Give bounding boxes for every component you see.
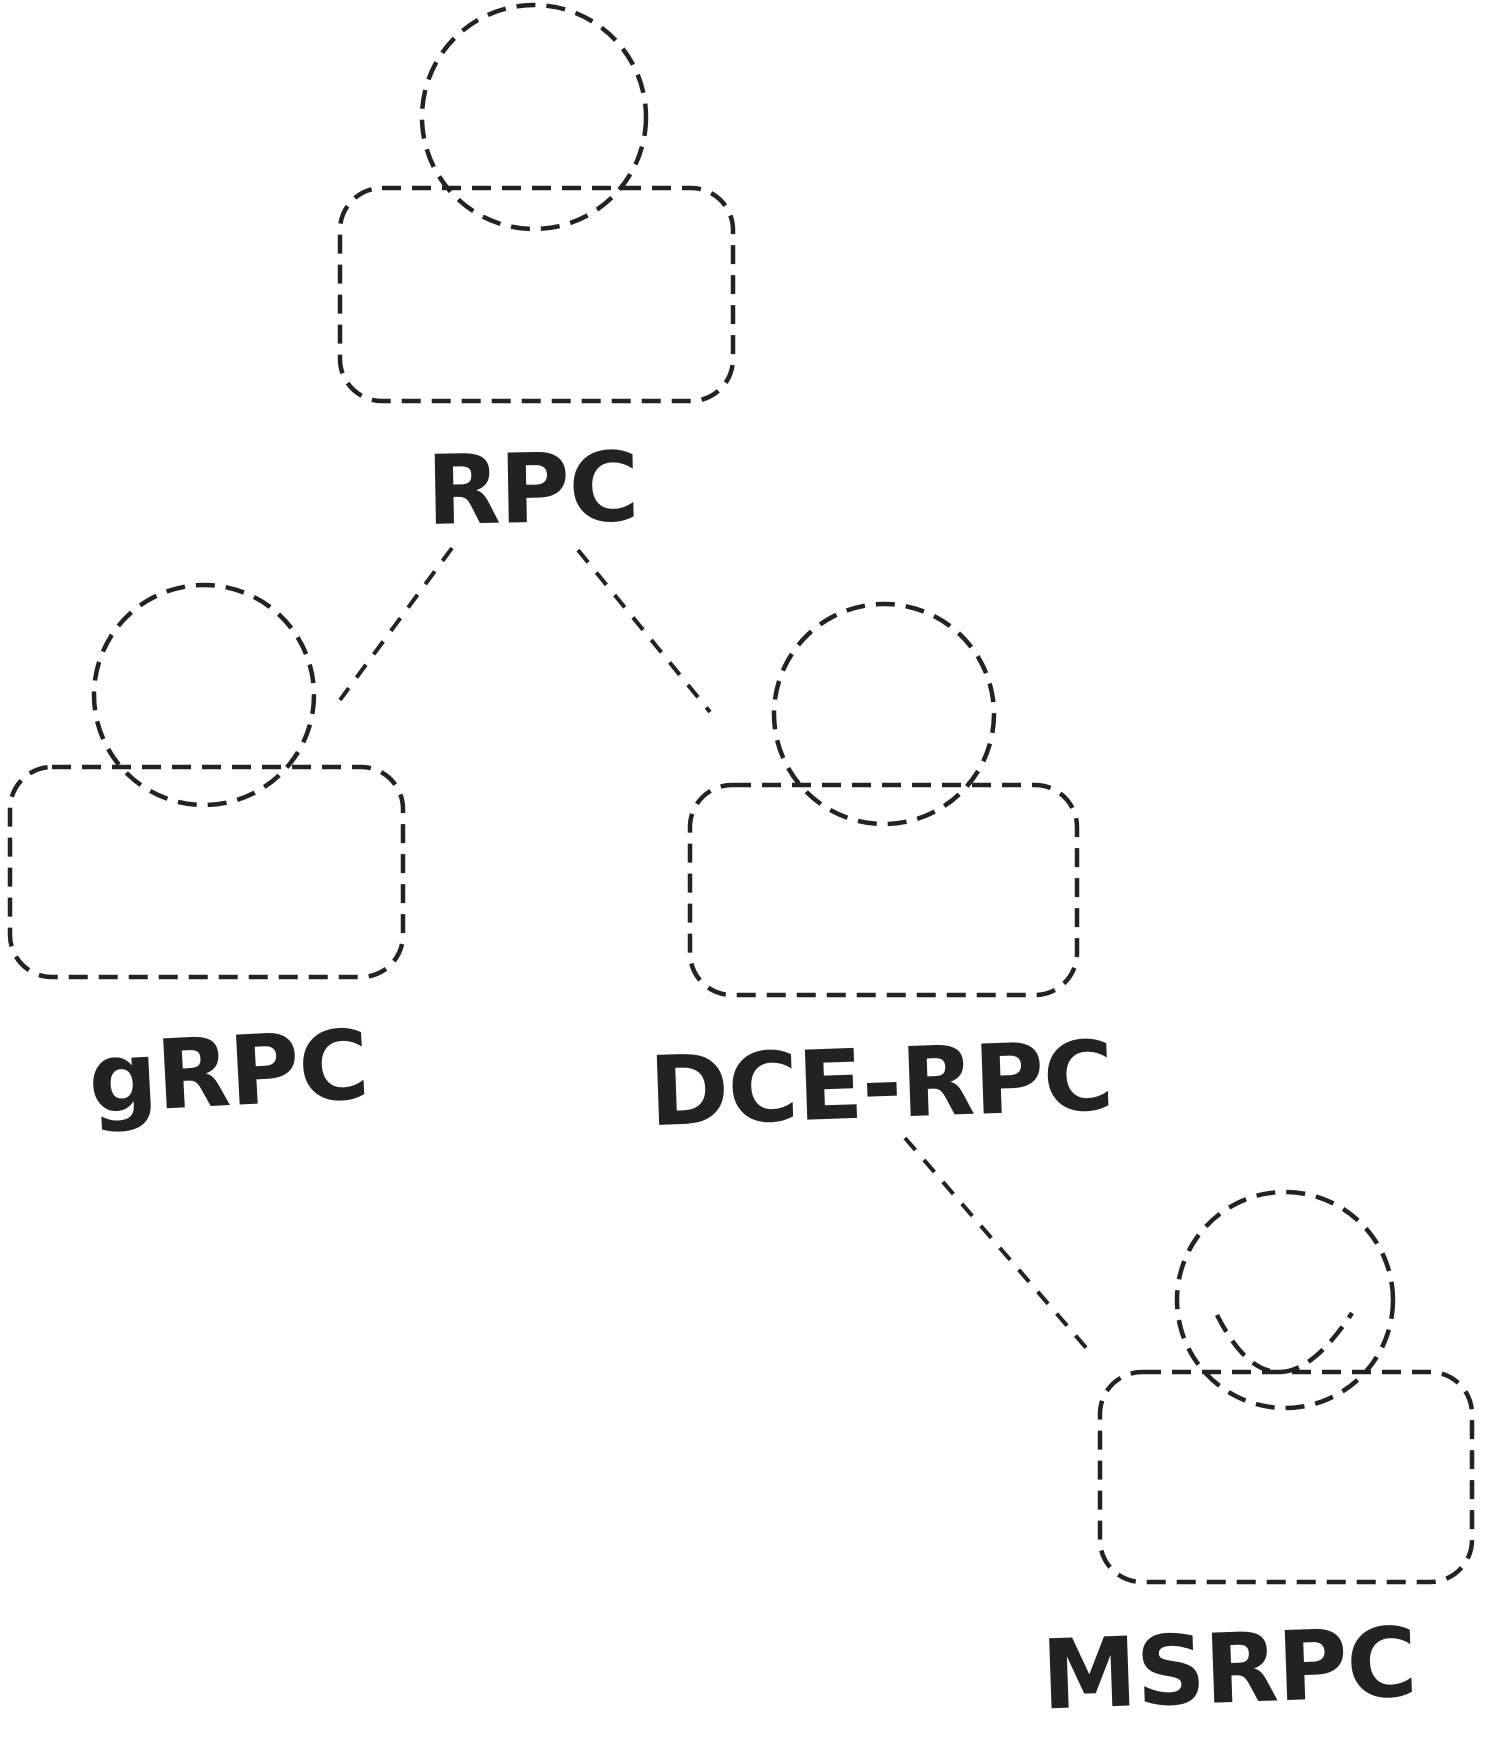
person-head-stray-stroke-icon bbox=[1214, 1311, 1354, 1375]
node-label-msrpc: MSRPC bbox=[1040, 1607, 1418, 1732]
person-body-icon bbox=[337, 185, 736, 404]
person-body-icon bbox=[7, 764, 406, 980]
node-grpc: gRPC bbox=[7, 582, 406, 1135]
edges bbox=[338, 546, 1090, 1352]
person-icon bbox=[7, 582, 406, 980]
node-msrpc: MSRPC bbox=[1040, 1189, 1475, 1732]
person-body-icon bbox=[1097, 1369, 1475, 1585]
person-head-icon bbox=[1174, 1189, 1396, 1411]
node-rpc: RPC bbox=[337, 2, 736, 547]
person-icon bbox=[687, 601, 1080, 998]
edge-rpc-to-dcerpc bbox=[576, 548, 712, 714]
person-head-icon bbox=[91, 582, 317, 808]
node-label-dcerpc: DCE-RPC bbox=[647, 1020, 1114, 1148]
edge-rpc-to-grpc bbox=[338, 546, 454, 702]
node-label-grpc: gRPC bbox=[86, 1009, 371, 1135]
node-dcerpc: DCE-RPC bbox=[647, 601, 1114, 1148]
person-body-icon bbox=[687, 782, 1080, 998]
person-head-icon bbox=[419, 2, 649, 232]
person-icon bbox=[337, 2, 736, 404]
person-head-icon bbox=[771, 601, 997, 827]
edge-dcerpc-to-msrpc bbox=[903, 1136, 1090, 1352]
node-label-rpc: RPC bbox=[426, 431, 640, 547]
person-icon bbox=[1097, 1189, 1475, 1585]
